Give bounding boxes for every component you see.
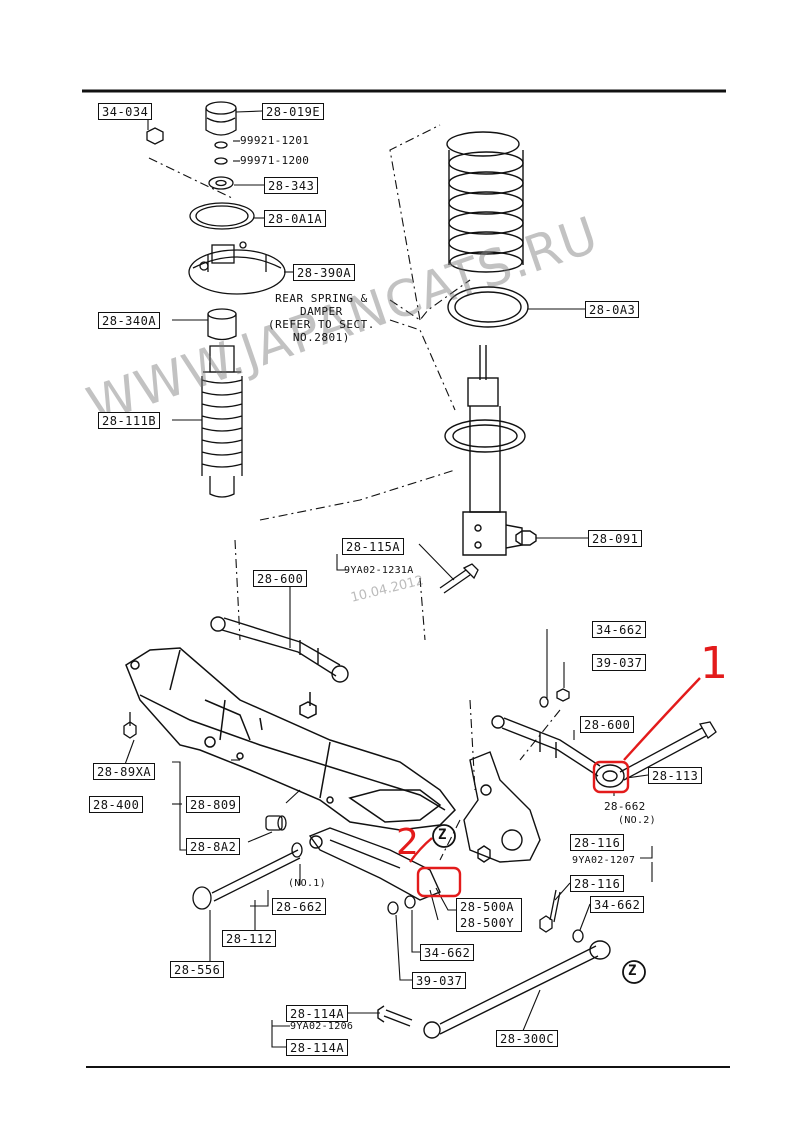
damper bbox=[444, 345, 537, 556]
mount-stack bbox=[146, 101, 286, 498]
rear-crossmember bbox=[125, 647, 456, 831]
part-label-39-037-a[interactable]: 39-037 bbox=[592, 654, 647, 671]
part-label-28-091[interactable]: 28-091 bbox=[588, 530, 643, 547]
red-mark-2: 2 bbox=[396, 822, 419, 863]
bolt-28-116 bbox=[539, 889, 584, 943]
note-no1: (NO.1) bbox=[288, 878, 326, 889]
washer-nut-upper bbox=[539, 688, 570, 708]
part-number-9ya02-1206[interactable]: 9YA02-1206 bbox=[290, 1021, 354, 1032]
arm-bolt-left bbox=[192, 842, 303, 910]
part-label-28-0a1a[interactable]: 28-0A1A bbox=[264, 210, 327, 227]
part-number-99921-1201[interactable]: 99921-1201 bbox=[240, 134, 310, 147]
red-arrow-2 bbox=[409, 837, 433, 863]
part-label-28-400[interactable]: 28-400 bbox=[89, 796, 144, 813]
part-label-34-662-c[interactable]: 34-662 bbox=[420, 944, 475, 961]
rear-spring-note: REAR SPRING & DAMPER (REFER TO SECT. NO.… bbox=[268, 292, 375, 344]
part-label-28-500a-28-500y[interactable]: 28-500A 28-500Y bbox=[456, 898, 522, 932]
part-label-28-114a-a[interactable]: 28-114A bbox=[286, 1005, 349, 1022]
part-label-28-116-b[interactable]: 28-116 bbox=[570, 875, 625, 892]
part-label-28-343[interactable]: 28-343 bbox=[264, 177, 319, 194]
trailing-link bbox=[377, 940, 611, 1039]
lower-arm-left bbox=[308, 827, 441, 901]
part-label-28-600-top[interactable]: 28-600 bbox=[253, 570, 308, 587]
part-label-28-112[interactable]: 28-112 bbox=[222, 930, 277, 947]
coil-spring bbox=[446, 131, 524, 273]
part-label-28-113[interactable]: 28-113 bbox=[648, 767, 703, 784]
washer-nut-lower bbox=[387, 895, 416, 915]
part-label-28-89xa[interactable]: 28-89XA bbox=[93, 763, 156, 780]
part-label-28-600-right[interactable]: 28-600 bbox=[580, 716, 635, 733]
part-label-28-114a-b[interactable]: 28-114A bbox=[286, 1039, 349, 1056]
part-label-39-037-b[interactable]: 39-037 bbox=[412, 972, 467, 989]
part-label-28-0a3[interactable]: 28-0A3 bbox=[585, 301, 640, 318]
red-highlight-box-1 bbox=[592, 760, 630, 794]
part-label-28-019e[interactable]: 28-019E bbox=[262, 103, 325, 120]
red-annotations bbox=[409, 677, 701, 898]
z-callout-letter-2: Z bbox=[628, 963, 637, 979]
z-callout-circle-1 bbox=[432, 824, 456, 848]
part-label-34-662-a[interactable]: 34-662 bbox=[592, 621, 647, 638]
z-callout-letter-1: Z bbox=[438, 827, 447, 843]
part-number-9ya02-1207[interactable]: 9YA02-1207 bbox=[572, 855, 636, 866]
red-mark-1: 1 bbox=[700, 638, 728, 689]
damper-bolt bbox=[439, 563, 479, 594]
part-label-34-662-b[interactable]: 34-662 bbox=[590, 896, 645, 913]
part-label-28-340a[interactable]: 28-340A bbox=[98, 312, 161, 329]
part-label-28-556[interactable]: 28-556 bbox=[170, 961, 225, 978]
lateral-link-left bbox=[210, 616, 349, 683]
part-number-9ya02-1231a[interactable]: 9YA02-1231A bbox=[344, 565, 414, 576]
part-label-28-500a[interactable]: 28-500A bbox=[460, 900, 515, 914]
crossmember-stud bbox=[123, 712, 137, 739]
part-label-28-8a2[interactable]: 28-8A2 bbox=[186, 838, 241, 855]
red-arrow-1 bbox=[623, 677, 701, 761]
wheel-knuckle bbox=[463, 751, 541, 863]
part-label-28-300c[interactable]: 28-300C bbox=[496, 1030, 559, 1047]
crossmember-bush bbox=[265, 815, 287, 831]
part-label-28-115a[interactable]: 28-115A bbox=[342, 538, 405, 555]
part-label-28-809[interactable]: 28-809 bbox=[186, 796, 241, 813]
part-label-28-116-a[interactable]: 28-116 bbox=[570, 834, 625, 851]
z-callout-circle-2 bbox=[622, 960, 646, 984]
link-bolt-right bbox=[619, 721, 717, 781]
part-label-34-034[interactable]: 34-034 bbox=[98, 103, 153, 120]
part-label-28-662-left[interactable]: 28-662 bbox=[272, 898, 327, 915]
lateral-link-right bbox=[491, 715, 625, 788]
part-label-28-111b[interactable]: 28-111B bbox=[98, 412, 161, 429]
part-number-28-662-right[interactable]: 28-662 bbox=[604, 800, 646, 813]
part-label-28-500y[interactable]: 28-500Y bbox=[460, 916, 515, 930]
note-no2: (NO.2) bbox=[618, 815, 656, 826]
red-highlight-box-2 bbox=[416, 866, 462, 898]
spring-seat bbox=[447, 286, 529, 328]
part-number-99971-1200[interactable]: 99971-1200 bbox=[240, 154, 310, 167]
part-label-28-390a[interactable]: 28-390A bbox=[293, 264, 356, 281]
